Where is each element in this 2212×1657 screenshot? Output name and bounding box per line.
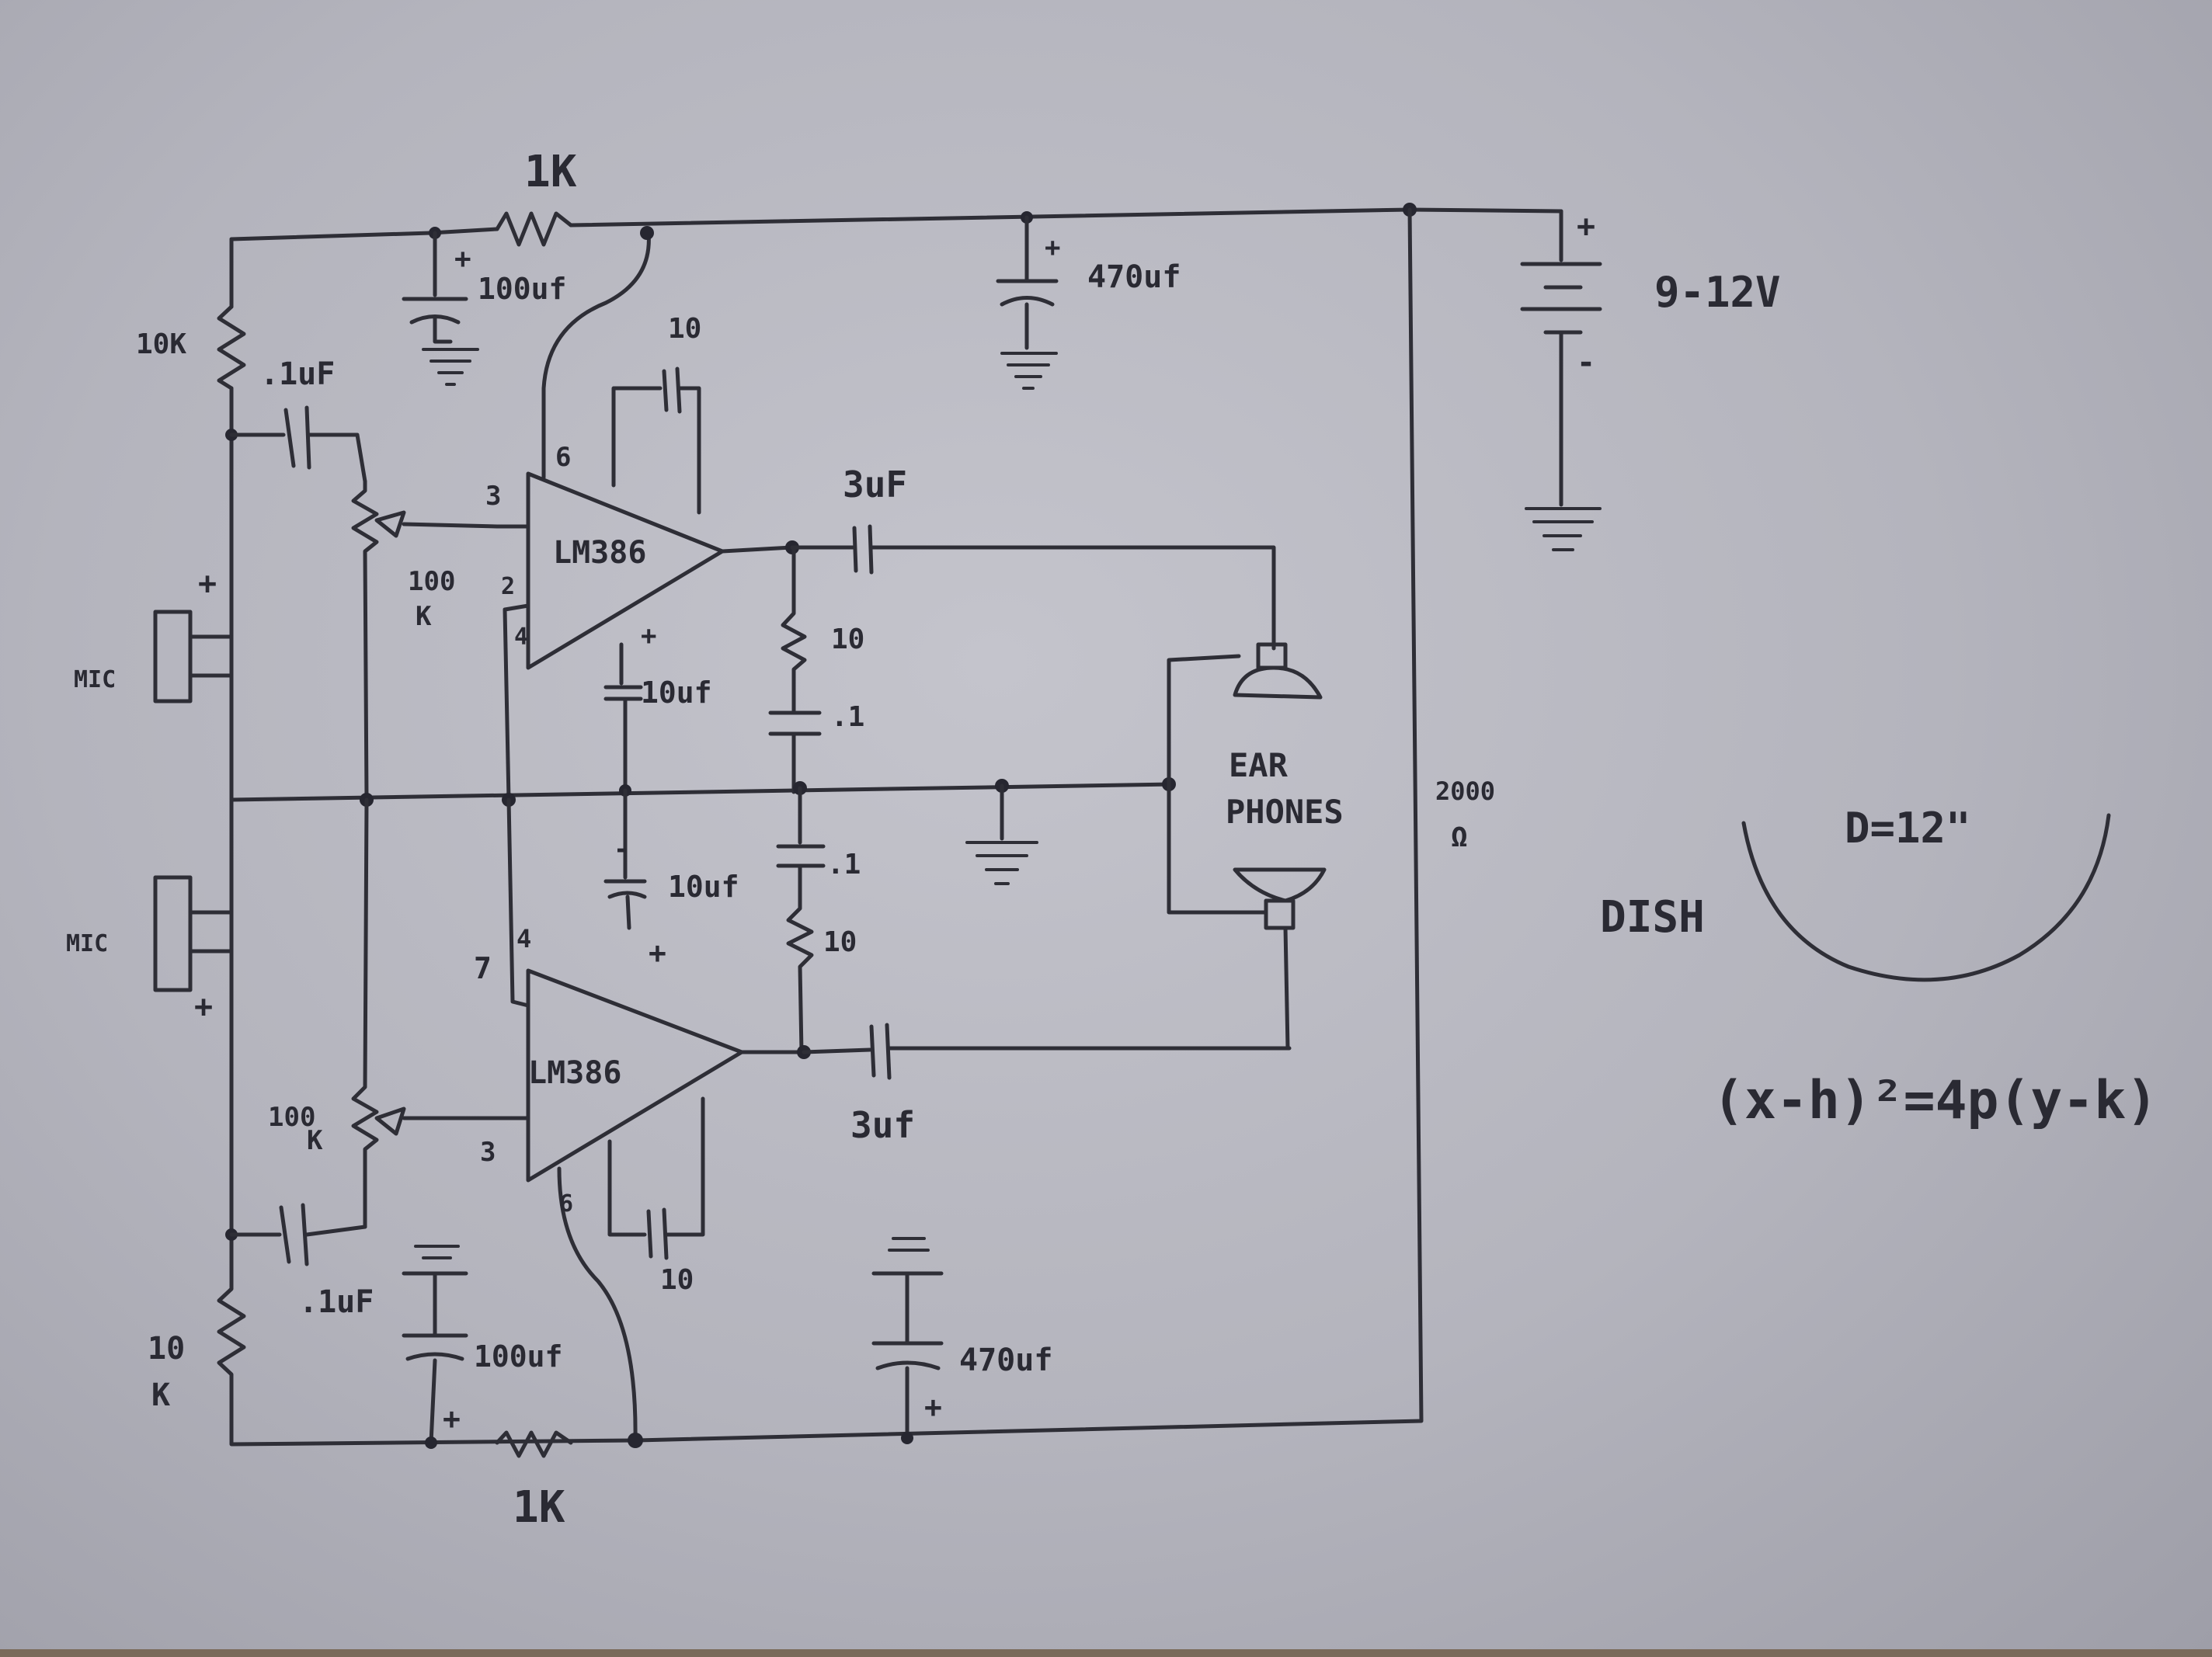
microphone-bottom-label: MIC	[66, 930, 108, 957]
capacitor-3uf-bottom-label: 3uf	[850, 1104, 915, 1146]
output-bottom: 3uf	[739, 1023, 1292, 1146]
capacitor-100uf-top-label: 100uf	[478, 272, 566, 306]
zobel-bottom: .1 10	[776, 786, 861, 1054]
zobel-top: 10 .1	[768, 545, 864, 794]
earphones-label-2: PHONES	[1226, 793, 1344, 831]
battery-minus-sign: -	[1577, 345, 1595, 380]
capacitor-gain-bottom-label: 10	[660, 1264, 694, 1296]
paper-bottom-edge	[0, 1649, 2212, 1657]
capacitor-10uf-bottom-minus: -	[614, 834, 629, 865]
resistor-10k-bottom-label-1: 10	[148, 1331, 185, 1367]
potentiometer-top-value: 100	[408, 566, 455, 597]
potentiometer-100k-bottom: 100 K	[268, 797, 515, 1229]
resistor-1k-top-label: 1K	[524, 147, 577, 197]
capacitor-01uf-top-label: .1uF	[260, 356, 335, 392]
capacitor-01uf-bottom-label: .1uF	[299, 1284, 374, 1320]
amp-bottom-pin3: 3	[480, 1137, 496, 1168]
capacitor-10uf-top-label: 10uf	[641, 676, 712, 710]
capacitor-point1-bottom-label: .1	[827, 849, 861, 881]
amp-top-pin6: 6	[555, 442, 571, 473]
capacitor-470uf-bottom: 470uf +	[871, 1237, 1052, 1444]
capacitor-gain-10-bottom: 10	[607, 1096, 705, 1296]
resistor-1k-bottom: 1K	[495, 1430, 573, 1533]
capacitor-100uf-bottom: 100uf +	[402, 1245, 562, 1449]
left-rail-bottom: 10 K	[148, 797, 639, 1447]
capacitor-470uf-top-plus: +	[1045, 232, 1060, 263]
ground-mid-rail	[229, 777, 1176, 885]
amp-top-pin4: 4	[514, 624, 528, 651]
capacitor-470uf-bottom-label: 470uf	[959, 1343, 1052, 1378]
dish-label: DISH	[1600, 892, 1705, 943]
battery-9-12v: + - 9-12V	[1520, 209, 1781, 551]
microphone-bottom-plus: +	[194, 989, 213, 1025]
battery-plus-sign: +	[1577, 209, 1595, 245]
resistor-1k-bottom-label: 1K	[513, 1482, 565, 1533]
amp-top-pin2: 2	[501, 573, 515, 600]
resistor-10k-top-label: 10K	[136, 328, 186, 360]
capacitor-01uf-top: .1uF	[225, 356, 367, 484]
dish-diameter-label: D=12"	[1845, 804, 1971, 853]
output-top: 3uF	[720, 464, 1276, 651]
capacitor-gain-10-top: 10	[611, 313, 701, 515]
capacitor-10uf-bottom: - 10uf +	[603, 788, 739, 970]
capacitor-point1-top-label: .1	[831, 701, 864, 733]
earphones-label-1: EAR	[1229, 746, 1289, 784]
capacitor-gain-top-label: 10	[668, 313, 701, 345]
capacitor-10uf-top: + 10uf	[603, 620, 712, 794]
amplifier-bottom-label: LM386	[528, 1055, 621, 1091]
microphone-top-plus: +	[198, 566, 217, 602]
microphone-top-label: MIC	[74, 666, 116, 693]
capacitor-3uf-top-label: 3uF	[843, 464, 907, 505]
ohms-value-label: 2000	[1435, 776, 1495, 806]
amplifier-lm386-top: LM386 3 2 4 6	[485, 226, 725, 802]
microphone-top: + MIC	[74, 566, 234, 703]
potentiometer-100k-top: 100 K	[351, 479, 499, 802]
potentiometer-top-unit: K	[416, 601, 432, 632]
resistor-1k-top: 1K	[429, 147, 577, 247]
amplifier-lm386-bottom: LM386 7 4 3 6	[474, 797, 744, 1448]
capacitor-470uf-top: + 470uf	[996, 211, 1181, 390]
dish-equation: (x-h)²=4p(y-k)	[1713, 1070, 2158, 1131]
capacitor-100uf-bottom-plus: +	[443, 1402, 461, 1436]
resistor-10k-bottom-label-2: K	[151, 1377, 170, 1413]
capacitor-100uf-top: + 100uf	[402, 227, 566, 386]
amp-top-pin3: 3	[485, 481, 501, 512]
potentiometer-bottom-unit: K	[307, 1125, 323, 1156]
potentiometer-bottom-value: 100	[268, 1102, 315, 1133]
amp-bottom-pin6: 6	[559, 1190, 573, 1218]
amp-bottom-pin7: 7	[474, 951, 492, 985]
capacitor-100uf-top-plus: +	[454, 243, 471, 275]
capacitor-100uf-bottom-label: 100uf	[474, 1339, 562, 1374]
dish-notes: D=12" DISH (x-h)²=4p(y-k)	[1600, 804, 2158, 1131]
resistor-10k-top: 10K	[136, 237, 246, 802]
capacitor-10uf-bottom-plus: +	[649, 936, 666, 970]
amp-bottom-pin4: 4	[516, 924, 531, 954]
ohms-unit-label: Ω	[1451, 822, 1468, 853]
earphones: EAR PHONES 2000 Ω	[1167, 642, 1495, 1051]
capacitor-10uf-top-plus: +	[641, 620, 656, 651]
resistor-10-top-label: 10	[831, 624, 864, 655]
capacitor-470uf-top-label: 470uf	[1087, 259, 1181, 295]
battery-voltage-label: 9-12V	[1654, 268, 1781, 317]
resistor-10-bottom-label: 10	[823, 926, 857, 958]
right-rail	[635, 203, 1424, 1443]
amplifier-top-label: LM386	[553, 535, 646, 571]
capacitor-470uf-bottom-plus: +	[924, 1390, 942, 1424]
capacitor-10uf-bottom-label: 10uf	[668, 870, 739, 904]
microphone-bottom: + MIC	[66, 875, 234, 1025]
capacitor-01uf-bottom: .1uF	[229, 1203, 374, 1320]
